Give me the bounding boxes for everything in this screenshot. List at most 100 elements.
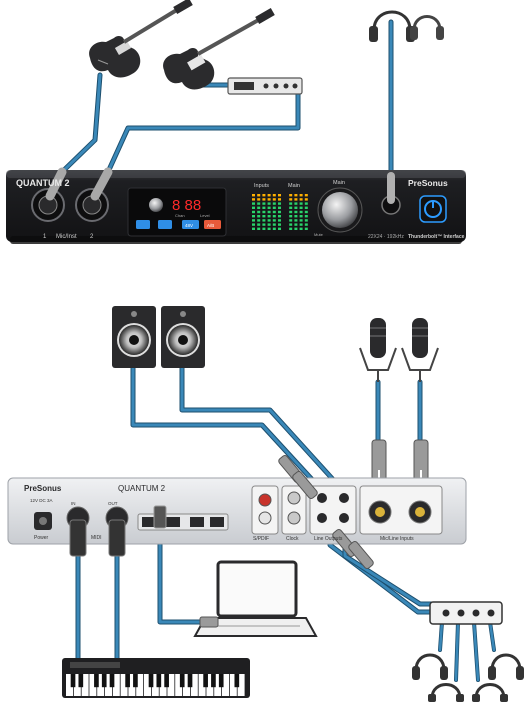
white-key	[144, 674, 151, 696]
black-key	[156, 674, 162, 688]
meter-led	[278, 194, 281, 197]
clock-ports[interactable]	[281, 485, 307, 535]
meter-led	[257, 227, 261, 230]
headphones-icon	[472, 683, 508, 702]
meter-led	[278, 206, 281, 209]
thunderbolt-ports[interactable]	[137, 513, 229, 531]
meter-led	[272, 194, 276, 197]
black-key	[101, 674, 107, 688]
meter-led	[257, 219, 261, 222]
meter-led	[299, 194, 303, 197]
cable-rack-out	[105, 87, 301, 175]
meter-led	[267, 223, 271, 226]
meter-led	[252, 202, 255, 205]
next-button[interactable]	[158, 220, 172, 229]
mic-inst-input-1[interactable]	[31, 188, 65, 222]
phantom-power-button[interactable]	[182, 220, 199, 229]
ch1-label: 1	[43, 234, 47, 240]
white-key	[237, 674, 245, 696]
laptop-icon	[193, 560, 318, 637]
line-outputs[interactable]	[309, 485, 357, 535]
mic-line-inputs[interactable]	[359, 485, 443, 535]
midi-out-label: OUT	[108, 501, 118, 506]
mic-inst-input-2[interactable]	[75, 188, 109, 222]
meter-led	[278, 215, 281, 218]
meter-led	[299, 215, 303, 218]
spdif-ports[interactable]	[251, 485, 279, 535]
headphone-amp-icon	[429, 601, 503, 625]
ab-button[interactable]	[204, 220, 221, 229]
meter-led	[289, 227, 293, 230]
mic-inst-label: Mic/Inst	[56, 234, 77, 240]
line-outputs-label: Line Outputs	[314, 536, 343, 542]
meter-led	[304, 210, 308, 214]
white-key	[81, 674, 89, 696]
mute-label: Mute	[314, 232, 324, 237]
meter-led	[252, 194, 255, 197]
prev-button[interactable]	[136, 220, 150, 229]
mic-line-inputs-label: Mic/Line Inputs	[380, 536, 414, 542]
black-key	[94, 674, 99, 688]
cable-monitor-right	[179, 365, 351, 499]
rear-brand: PreSonus	[24, 484, 62, 493]
white-key	[120, 674, 128, 696]
white-key	[105, 674, 112, 696]
black-key	[203, 674, 208, 688]
black-key	[234, 674, 240, 688]
headphones-icon	[428, 683, 464, 702]
meter-led	[278, 198, 281, 201]
meter-led	[262, 223, 266, 226]
meter-led	[299, 219, 303, 222]
black-key	[179, 674, 185, 688]
meter-led	[294, 206, 298, 209]
meter-led	[272, 202, 276, 205]
headphones-icon	[488, 653, 524, 680]
meter-led	[304, 219, 308, 222]
display-readout: 8 88	[172, 197, 201, 214]
headphones-icon	[410, 15, 444, 40]
power-input[interactable]	[34, 512, 52, 530]
white-key	[73, 674, 81, 696]
cable-guitar-1	[59, 72, 103, 175]
white-key	[112, 674, 120, 696]
presonus-logo: PreSonus	[408, 178, 448, 188]
meter-led	[257, 194, 261, 197]
white-key	[159, 674, 167, 696]
meter-led	[262, 206, 266, 209]
studio-monitor-icon	[161, 306, 205, 368]
meter-led	[299, 210, 303, 214]
meter-led	[304, 202, 308, 205]
meter-led	[278, 210, 281, 214]
phantom-label: 48V	[185, 223, 193, 228]
power-button[interactable]	[419, 195, 447, 223]
meter-led	[257, 210, 261, 214]
meter-led	[267, 210, 271, 214]
meter-led	[289, 198, 293, 201]
white-key	[214, 674, 222, 696]
black-key	[133, 674, 138, 688]
main-volume-knob[interactable]	[317, 187, 363, 233]
spec-text: 22X24 · 192kHz	[368, 234, 404, 240]
meter-led	[262, 219, 266, 222]
meter-led	[278, 219, 281, 222]
meter-led	[272, 223, 276, 226]
spdif-label: S/PDIF	[253, 536, 269, 542]
meter-led	[262, 202, 266, 205]
level-label: Level	[200, 213, 210, 218]
front-brand: QUANTUM 2	[16, 178, 70, 188]
main-label: Main	[288, 183, 300, 189]
meter-led	[267, 227, 271, 230]
midi-keyboard-icon	[62, 658, 250, 698]
white-key	[128, 674, 136, 696]
meter-led	[267, 194, 271, 197]
meter-led	[294, 202, 298, 205]
main-knob-label: Main	[333, 180, 345, 186]
encoder-knob[interactable]	[149, 198, 163, 212]
meter-led	[267, 215, 271, 218]
black-key	[187, 674, 193, 688]
meter-led	[294, 215, 298, 218]
white-key	[97, 674, 105, 696]
meter-led	[272, 215, 276, 218]
meter-led	[289, 206, 293, 209]
black-key	[125, 674, 130, 688]
